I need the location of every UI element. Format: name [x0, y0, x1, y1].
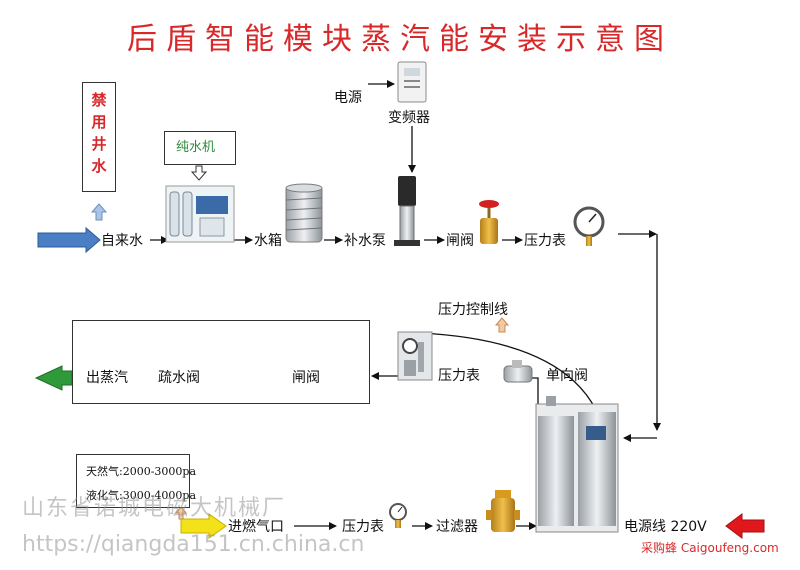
- pure-water-down-arrow: [190, 165, 208, 181]
- steam-generator-device: [535, 396, 619, 533]
- company-watermark: 山东省诺城电磁大机械厂: [22, 496, 287, 521]
- caigoufeng-badge: 采购蜂 Caigoufeng.com: [641, 541, 779, 555]
- steam-out-label: 出蒸汽: [86, 370, 128, 386]
- pressure-gauge-top-device: [573, 206, 605, 246]
- notice-up-arrow: [90, 203, 108, 221]
- diagram-title: 后盾智能模块蒸汽能安装示意图: [127, 22, 673, 57]
- pressure-gauge-mid-device: [397, 331, 433, 381]
- gate-valve-top-device: [479, 200, 499, 244]
- notice-char-3: 井: [91, 135, 107, 153]
- lpg-pressure: 液化气:3000-4000pa: [86, 489, 197, 502]
- water-tank-device: [285, 183, 323, 243]
- check-valve-label: 单向阀: [546, 368, 588, 384]
- drain-valve-label: 疏水阀: [158, 370, 200, 386]
- power-line-label: 电源线 220V: [624, 519, 707, 535]
- power-source-label: 电源: [334, 90, 362, 106]
- gas-info-up-arrow: [174, 506, 188, 520]
- inverter-label: 变频器: [388, 110, 430, 126]
- pressure-control-up-arrow: [494, 317, 510, 333]
- no-well-water-notice: 禁 用 井 水: [82, 82, 116, 192]
- water-tank-label: 水箱: [254, 233, 282, 249]
- pure-water-machine-label: 纯水机: [176, 140, 216, 155]
- gas-pressure-info-box: [76, 454, 190, 508]
- pressure-gauge-mid-label: 压力表: [438, 368, 480, 384]
- steam-output-group: [72, 320, 370, 404]
- power-line-arrow: [725, 513, 765, 539]
- notice-char-2: 用: [91, 113, 107, 131]
- tap-water-label: 自来水: [101, 233, 143, 249]
- check-valve-device: [503, 360, 533, 383]
- filter-label: 过滤器: [436, 519, 478, 535]
- inverter-device: [397, 61, 427, 103]
- gate-valve-mid-label: 闸阀: [292, 370, 320, 386]
- pressure-gauge-bottom-device: [389, 503, 407, 528]
- tap-water-inlet-arrow: [37, 226, 101, 254]
- pressure-gauge-bottom-label: 压力表: [342, 519, 384, 535]
- steam-outlet-arrow: [34, 365, 73, 391]
- notice-char-4: 水: [91, 157, 107, 175]
- pure-water-machine-box: [164, 131, 236, 165]
- booster-pump-label: 补水泵: [344, 233, 386, 249]
- natural-gas-pressure: 天然气:2000-3000pa: [86, 465, 197, 478]
- gas-inlet-arrow: [180, 513, 227, 539]
- booster-pump-device: [394, 176, 420, 246]
- gate-valve-top-label: 闸阀: [446, 233, 474, 249]
- connector-lines: [137, 80, 661, 530]
- pressure-control-line-label: 压力控制线: [438, 302, 508, 318]
- gas-inlet-label: 进燃气口: [228, 519, 284, 535]
- pure-water-machine-device: [165, 185, 235, 243]
- pressure-gauge-top-label: 压力表: [524, 233, 566, 249]
- url-watermark: https://qiangda151.cn.china.cn: [22, 532, 365, 557]
- filter-device: [486, 490, 520, 532]
- notice-char-1: 禁: [91, 91, 107, 109]
